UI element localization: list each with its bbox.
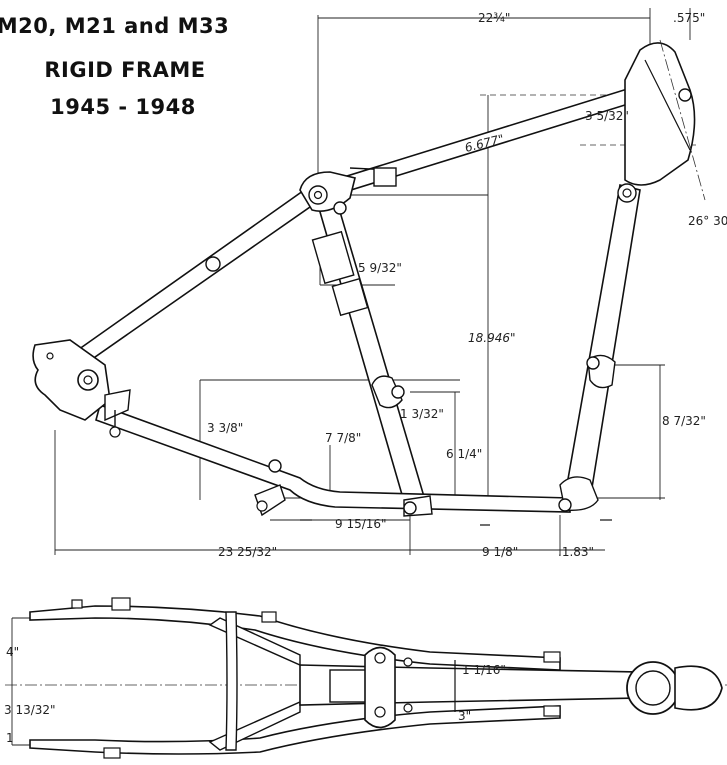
dim-plan-center: 1 1/16" (462, 663, 506, 677)
dim-plan-center-low: 3" (458, 709, 471, 723)
dim-cradle-lug: 9 15/16" (335, 517, 387, 531)
dim-head-drop: 3 5/32" (585, 109, 629, 123)
dim-plan-edge: 1 (6, 731, 14, 745)
dim-seat-stay-offset: 1 3/32" (400, 407, 444, 421)
dim-seat-lug: 5 9/32" (358, 261, 402, 275)
dim-overall-bottom: 23 25/32" (218, 545, 277, 559)
dim-front-right: 8 7/32" (662, 414, 706, 428)
dim-head-offset: .575" (673, 11, 705, 25)
title-line-1: M20, M21 and M33 (0, 14, 230, 38)
dim-seat-height: 6 1/4" (446, 447, 482, 461)
title-line-2: RIGID FRAME (44, 58, 206, 82)
side-elevation: 22¾" .575" 3 5/32" 6.677" 26° 30' 5 9/32… (32, 8, 727, 559)
dim-plan-bottom: 3 13/32" (4, 703, 56, 717)
dim-rear-drop-left: 3 3/8" (207, 421, 243, 435)
plan-view: 4" 3 13/32" 1 1 1/16" 3" (4, 597, 727, 759)
dim-frame-height: 18.946" (468, 331, 516, 345)
dim-top-tube: 6.677" (463, 132, 505, 155)
dim-bottom-mid: 9 1/8" (482, 545, 518, 559)
dim-overall-top: 22¾" (478, 11, 510, 25)
dim-rear-mid: 7 7/8" (325, 431, 361, 445)
dim-bottom-right: .1.83" (558, 545, 594, 559)
title-line-3: 1945 - 1948 (50, 95, 196, 119)
dim-head-angle: 26° 30' (688, 214, 727, 228)
dim-plan-top: 4" (6, 645, 19, 659)
